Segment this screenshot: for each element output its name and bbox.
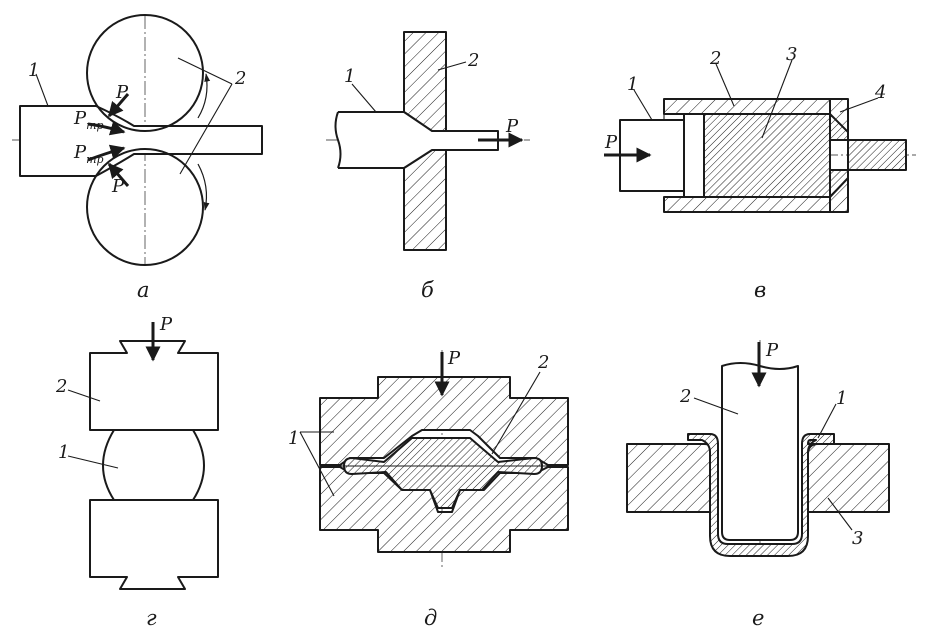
label-drawn-workpiece: 1 xyxy=(344,66,355,87)
label-extrusion-force: P xyxy=(604,132,618,153)
diagram-drawing: 1 2 P б xyxy=(326,31,530,302)
leader-anvil xyxy=(67,389,101,402)
upper-roll-rotation-arrow xyxy=(197,73,211,119)
drawn-cup-blank xyxy=(687,433,835,557)
diagram-forging: 2 1 P г xyxy=(55,314,219,630)
leader-forged-billet xyxy=(67,455,119,469)
caption-e: е xyxy=(752,606,764,630)
label-workpiece: 1 xyxy=(28,60,39,81)
lower-friction-arrow xyxy=(87,144,126,162)
label-forging-force: P xyxy=(159,314,173,335)
extruded-rod xyxy=(847,139,907,171)
label-drawing-die: 2 xyxy=(467,50,479,71)
container-bottom-wall xyxy=(663,196,831,213)
caption-v: в xyxy=(754,278,766,302)
label-deep-drawing-force: P xyxy=(765,340,779,361)
label-die-halves: 1 xyxy=(288,428,299,449)
upper-friction-arrow xyxy=(87,120,126,136)
label-friction-lower: Pтр xyxy=(73,142,104,166)
leader-die xyxy=(839,97,879,113)
lower-anvil xyxy=(89,499,219,590)
leader-drawn-workpiece xyxy=(351,83,377,113)
upper-roll xyxy=(86,14,204,132)
label-deep-drawing-die: 3 xyxy=(852,528,863,549)
label-closed-die-force: P xyxy=(447,348,461,369)
label-anvil: 2 xyxy=(55,376,67,397)
diagram-extrusion: 1 2 3 4 P в xyxy=(604,44,916,302)
caption-b: б xyxy=(421,278,434,302)
forging-with-flash xyxy=(343,437,543,509)
label-lower-force: P xyxy=(111,176,125,197)
leader-workpiece xyxy=(35,73,49,107)
left-die-block xyxy=(626,443,715,513)
leader-blank xyxy=(817,403,837,439)
caption-d: д xyxy=(424,606,437,630)
leader-drawing-die xyxy=(827,497,853,531)
drawing-punch xyxy=(721,362,799,541)
upper-roll-force-arrow xyxy=(107,93,130,118)
label-billet: 3 xyxy=(786,44,797,65)
label-upper-force: P xyxy=(115,82,129,103)
diagram-closed-die: 1 2 P д xyxy=(288,348,569,630)
label-friction-upper: Pтр xyxy=(73,108,104,132)
drawn-workpiece xyxy=(338,111,499,169)
forged-billet xyxy=(102,429,205,501)
leader-upper-roll xyxy=(177,57,233,85)
label-container: 2 xyxy=(709,48,721,69)
lower-roll-rotation-arrow xyxy=(197,163,210,211)
label-drawing-punch: 2 xyxy=(679,386,691,407)
label-flash: 2 xyxy=(537,352,549,373)
diagram-deep-drawing: 2 1 3 P е xyxy=(626,340,890,630)
leader-lower-roll xyxy=(179,83,233,175)
pressure-plate xyxy=(683,113,705,198)
lower-roll-force-arrow xyxy=(107,162,130,187)
leader-container xyxy=(715,63,735,107)
label-blank: 1 xyxy=(836,388,847,409)
workpiece-break-line xyxy=(334,111,342,169)
container-top-wall xyxy=(663,98,831,115)
extrusion-billet xyxy=(703,113,831,198)
diagram-rolling: 1 2 P P Pтр Pтр а xyxy=(12,14,263,302)
label-rolls: 2 xyxy=(234,68,246,89)
caption-a: а xyxy=(137,278,150,302)
caption-g: г xyxy=(146,606,157,630)
label-punch: 1 xyxy=(627,74,638,95)
lower-roll xyxy=(86,148,204,266)
leader-drawing-die xyxy=(437,61,467,71)
leader-drawing-punch xyxy=(693,397,739,415)
label-extrusion-die: 4 xyxy=(874,82,886,103)
leader-die-halves-lower xyxy=(299,431,335,497)
leader-punch xyxy=(633,89,653,121)
leader-flash xyxy=(491,371,541,455)
leader-billet xyxy=(761,59,793,139)
rolled-workpiece xyxy=(19,105,263,177)
right-die-block xyxy=(807,443,890,513)
label-drawing-force: P xyxy=(505,116,519,137)
label-forged-billet: 1 xyxy=(58,442,69,463)
